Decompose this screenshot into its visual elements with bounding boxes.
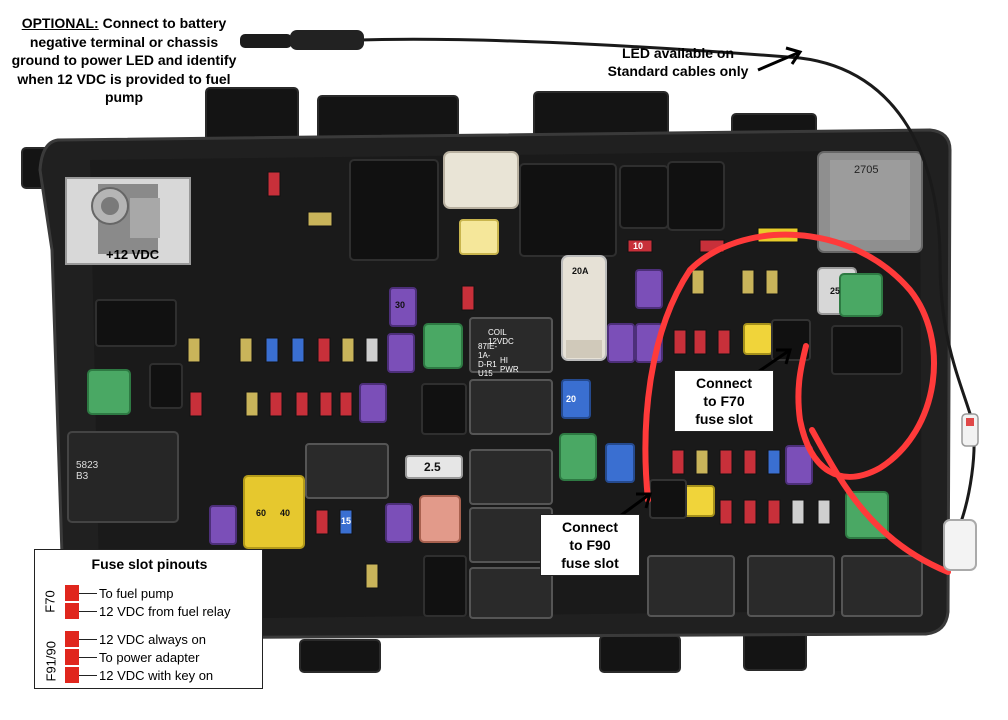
f70-pin-1: To fuel pump: [99, 586, 174, 601]
relays: [305, 317, 923, 619]
sockets: [95, 159, 903, 617]
fuse-label-20: 20: [566, 394, 577, 404]
f9190-pin-marker-1: [65, 631, 79, 647]
led-indicator: [961, 413, 979, 447]
alligator-clip: [240, 30, 364, 50]
blue-fuses: [561, 379, 635, 483]
f70-pin-line-1: [79, 593, 97, 594]
clear-fuse-top: [443, 151, 519, 209]
f90-line2: to F90: [569, 537, 611, 553]
f70-pin-marker-2: [65, 603, 79, 619]
plus12-label: +12 VDC: [106, 247, 160, 262]
f70-pin-line-2: [79, 611, 97, 612]
f90-adapter-fuse: [683, 485, 715, 517]
relay-hipwr: HI PWR: [500, 356, 519, 374]
f90-adapter-body: [649, 479, 687, 519]
f70-line3: fuse slot: [695, 411, 753, 427]
left-relay-code: 5823 B3: [76, 460, 99, 482]
f9190-pin-marker-3: [65, 667, 79, 683]
big-relay-top-right: [817, 151, 923, 253]
led-note: LED available on Standard cables only: [598, 44, 758, 80]
fuse-label-25b: 25: [830, 286, 841, 296]
fuse-label-60: 60: [256, 508, 267, 518]
fuse-label-25: 2.5: [424, 460, 441, 474]
f9190-pin-line-1: [79, 639, 97, 640]
maxi-fuse: [561, 255, 607, 361]
f70-line1: Connect: [696, 375, 752, 391]
red-wire: [642, 231, 937, 503]
f70-pin-2: 12 VDC from fuel relay: [99, 604, 231, 619]
f9190-pin-2: To power adapter: [99, 650, 200, 665]
led-note-line1: LED available on: [621, 45, 735, 61]
f9190-pin-line-3: [79, 675, 97, 676]
f9190-pin-3: 12 VDC with key on: [99, 668, 214, 683]
f9190-pin-line-2: [79, 657, 97, 658]
inline-plug: [943, 519, 977, 571]
legend-title: Fuse slot pinouts: [91, 556, 208, 572]
legend-f9190-id: F91/90: [43, 641, 59, 682]
purple-fuses: [209, 269, 813, 545]
mini-fuses: [187, 171, 831, 589]
optional-text: Connect to battery negative terminal or …: [11, 15, 237, 105]
grey-fuse-2: [405, 455, 463, 479]
f90-callout: Connect to F90 fuse slot: [540, 514, 640, 576]
led-note-line2: Standard cables only: [607, 63, 749, 79]
fuse-label-10: 10: [633, 241, 644, 251]
f70-line2: to F70: [703, 393, 745, 409]
yellow-connector: [243, 475, 305, 549]
f70-pin-marker-1: [65, 585, 79, 601]
f70-callout: Connect to F70 fuse slot: [674, 370, 774, 432]
f70-adapter-fuse: [743, 323, 773, 355]
f9190-pin-marker-2: [65, 649, 79, 665]
relay-part: 87IE-1A-D-R1 U15: [478, 342, 498, 378]
salmon-fuse: [419, 495, 461, 543]
f9190-pin-1: 12 VDC always on: [99, 632, 206, 647]
cartridge-fuse-top: [459, 219, 499, 255]
f90-line3: fuse slot: [561, 555, 619, 571]
fuse-label-15: 15: [341, 516, 352, 526]
red-wire-to-plug: [809, 427, 951, 575]
fuse-label-40: 40: [280, 508, 291, 518]
green-fuses: [87, 273, 889, 539]
battery-post: [65, 177, 191, 265]
relay-coil: COIL 12VDC: [488, 328, 514, 346]
f90-line1: Connect: [562, 519, 618, 535]
legend-f70-id: F70: [42, 590, 58, 613]
left-relay: [67, 431, 179, 523]
maxi-rating: 20A: [572, 266, 589, 276]
big-relay-code: 2705: [854, 164, 879, 176]
fuse-slot-pinouts-legend: Fuse slot pinouts F70 To fuel pump 12 VD…: [34, 549, 263, 689]
fuse-label-30: 30: [395, 300, 406, 310]
optional-note: OPTIONAL: Connect to battery negative te…: [8, 14, 240, 107]
optional-label: OPTIONAL:: [21, 15, 99, 31]
